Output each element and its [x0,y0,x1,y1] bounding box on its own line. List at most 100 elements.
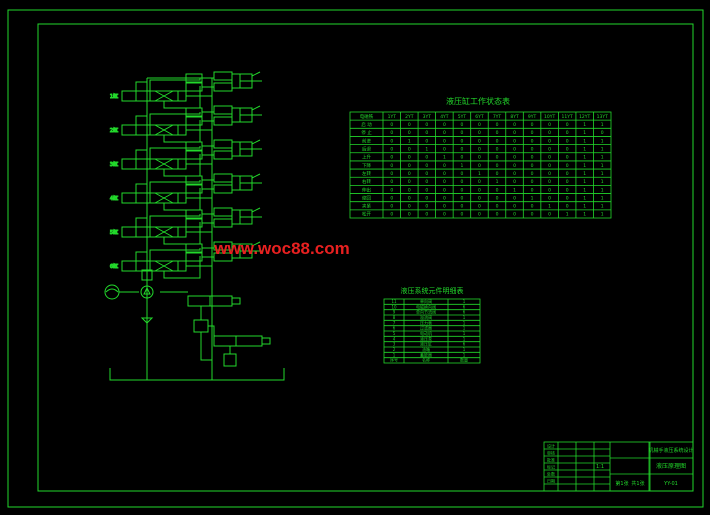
state-table-cell: 0 [548,122,551,128]
state-table-cell: 0 [460,122,463,128]
parts-table-cell: 9 [393,310,396,315]
state-table-cell: 1 [583,171,586,177]
state-table-header: 5YT [458,114,467,120]
state-table-cell: 0 [566,130,569,136]
state-table-cell: 1 [601,122,604,128]
state-table-header: 1YT [388,114,397,120]
state-table-cell: 0 [478,204,481,210]
parts-table-footer: 数量 [460,357,468,363]
state-table-cell: 0 [460,179,463,185]
valve-branch: 6缸 [109,241,262,279]
state-table-cell: 后退 [362,145,371,152]
state-table-header: 13YT [597,114,608,120]
parts-table-cell: 4 [393,336,396,341]
state-table-cell: 0 [496,195,499,201]
pipe [149,112,201,125]
state-table-cell: 0 [425,187,428,193]
state-table-cell: 0 [566,163,569,169]
state-table-cell: 0 [531,187,534,193]
state-table-cell: 0 [443,163,446,169]
title-block-sheet: 第1张 [615,480,628,487]
state-table-cell: 0 [443,146,446,152]
state-table-cell: 0 [425,195,428,201]
state-table-cell: 0 [531,171,534,177]
state-table-cell: 0 [390,155,393,161]
state-table-cell: 0 [443,171,446,177]
state-table-cell: 0 [390,195,393,201]
state-table-cell: 1 [601,146,604,152]
state-table-cell: 0 [425,204,428,210]
state-table-cell: 0 [513,204,516,210]
state-table-cell: 下降 [362,162,371,169]
state-table-cell: 0 [531,146,534,152]
state-table-cell: 0 [513,130,516,136]
state-table-cell: 1 [583,187,586,193]
state-table-cell: 0 [425,212,428,218]
state-table-cell: 0 [408,155,411,161]
state-table-cell: 0 [496,146,499,152]
state-table-cell: 0 [443,179,446,185]
title-block-label: 处数 [547,471,555,477]
state-table-cell: 0 [390,130,393,136]
cylinder-body [213,184,233,194]
title-block-label: 设计 [547,443,555,449]
valve-spool-box [135,192,151,204]
pipe [149,180,201,193]
valve-branch: 1缸 [109,71,262,109]
parts-table-title: 液压系统元件明细表 [401,286,464,295]
state-table-cell: 0 [408,163,411,169]
state-table-cell: 0 [390,122,393,128]
state-table-cell: 0 [478,195,481,201]
accumulator-valve [213,335,263,347]
state-table-cell: 0 [531,155,534,161]
state-table-cell: 0 [425,130,428,136]
state-table-cell: 0 [531,130,534,136]
parts-table-cell: 1 [463,320,466,325]
outer-frame [7,9,704,508]
state-table-cell: 1 [425,146,428,152]
state-table-cell: 1 [583,155,586,161]
state-table-cell: 0 [408,146,411,152]
state-table-cell: 1 [583,163,586,169]
state-table-cell: 0 [408,212,411,218]
state-table-cell: 0 [390,204,393,210]
parts-table-cell: 1 [463,299,466,304]
actuator-label: 4缸 [110,195,118,202]
state-table-cell: 0 [443,204,446,210]
state-table-cell: 0 [513,122,516,128]
pipe [163,120,201,143]
state-table-cell: 0 [390,179,393,185]
state-table-cell: 0 [548,155,551,161]
state-table-cell: 0 [408,171,411,177]
state-table-cell: 1 [601,212,604,218]
state-table-cell: 0 [408,187,411,193]
state-table-cell: 0 [390,146,393,152]
state-table-cell: 0 [478,187,481,193]
state-table-cell: 0 [566,122,569,128]
parts-table-cell: 1 [393,352,396,357]
state-table-cell: 0 [496,204,499,210]
cylinder-mark [251,207,261,213]
state-table-cell: 0 [460,130,463,136]
state-table-cell: 1 [601,138,604,144]
pipe [163,188,201,211]
state-table-cell: 0 [478,212,481,218]
state-table-cell: 0 [478,155,481,161]
state-table-cell: 1 [601,195,604,201]
pipe [135,149,147,159]
valve-branch: 5缸 [109,207,262,245]
cylinder-body [213,150,233,160]
pipe [149,248,201,261]
parts-table-cell: 1 [463,331,466,336]
state-table-cell: 0 [496,155,499,161]
parts-table-cell: 单向阀 [420,298,432,304]
state-table-cell: 启 动 [361,121,372,128]
parts-table-cell: 压力表 [420,319,432,325]
valve-branch: 4缸 [109,173,262,211]
state-table-cell: 0 [548,130,551,136]
state-table-header: 3YT [423,114,432,120]
parts-table-footer: 序号 [390,357,398,363]
parts-table-cell: 7 [393,320,396,325]
valve-spring-box [177,226,187,238]
state-table-cell: 1 [601,179,604,185]
